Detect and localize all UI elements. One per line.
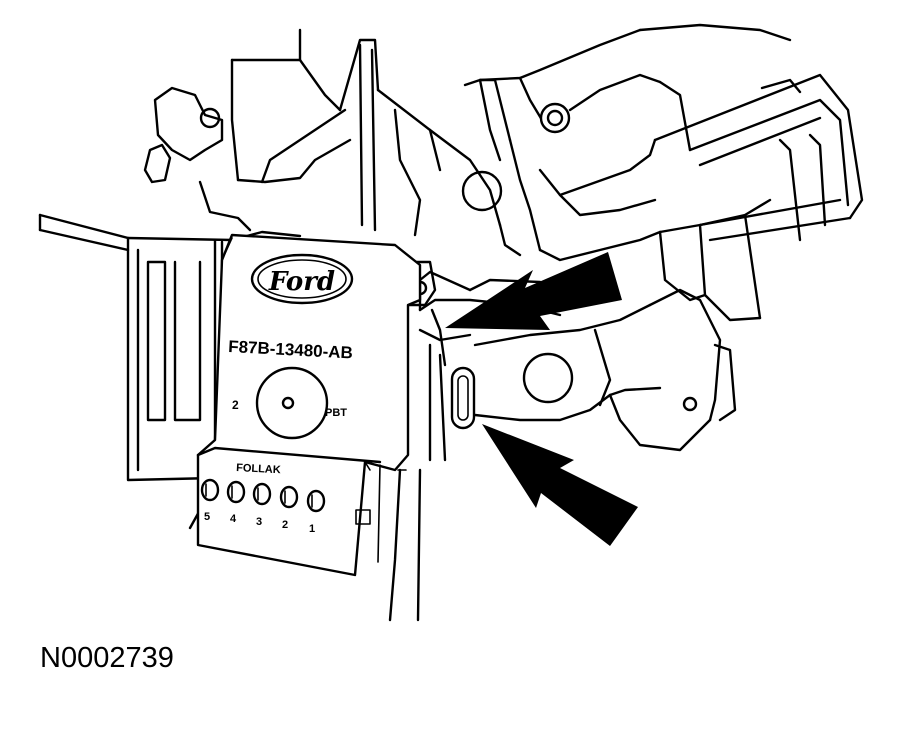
brand-text: Ford: [268, 267, 335, 297]
connector-maker: FOLLAK: [236, 462, 281, 476]
pin-cavity-4: [226, 480, 246, 504]
lower-column: [388, 270, 737, 622]
mounting-bracket: [38, 213, 302, 530]
sensor-label-right: PBT: [325, 407, 347, 419]
pin-number-1: 1: [309, 523, 315, 535]
pin-cavity-3: [252, 482, 272, 506]
upper-housing: [143, 28, 542, 257]
pin-number-5: 5: [204, 511, 210, 523]
retaining-slot: [450, 366, 476, 430]
lock-cylinder-housing: [653, 73, 864, 242]
pin-cavity-1: [306, 489, 326, 513]
connector-pins: [200, 478, 326, 513]
pin-number-4: 4: [230, 513, 237, 525]
pin-cavity-2: [279, 485, 299, 509]
lower-callout-arrow: [482, 424, 638, 546]
pin-cavity-5: [200, 478, 220, 502]
pin-number-2: 2: [282, 519, 288, 531]
ford-logo: [250, 253, 354, 305]
sensor-label-left: 2: [232, 398, 239, 412]
position-sensor-module: Ford F87B-13480-AB 2 PBT FOLLAK 5 4 3 2: [196, 233, 422, 577]
upper-callout-arrow: [445, 252, 622, 330]
figure-id: N0002739: [40, 642, 174, 674]
pin-numbers: 5 4 3 2 1: [204, 511, 315, 535]
steering-column-body: [478, 23, 792, 322]
pin-number-3: 3: [256, 516, 262, 528]
